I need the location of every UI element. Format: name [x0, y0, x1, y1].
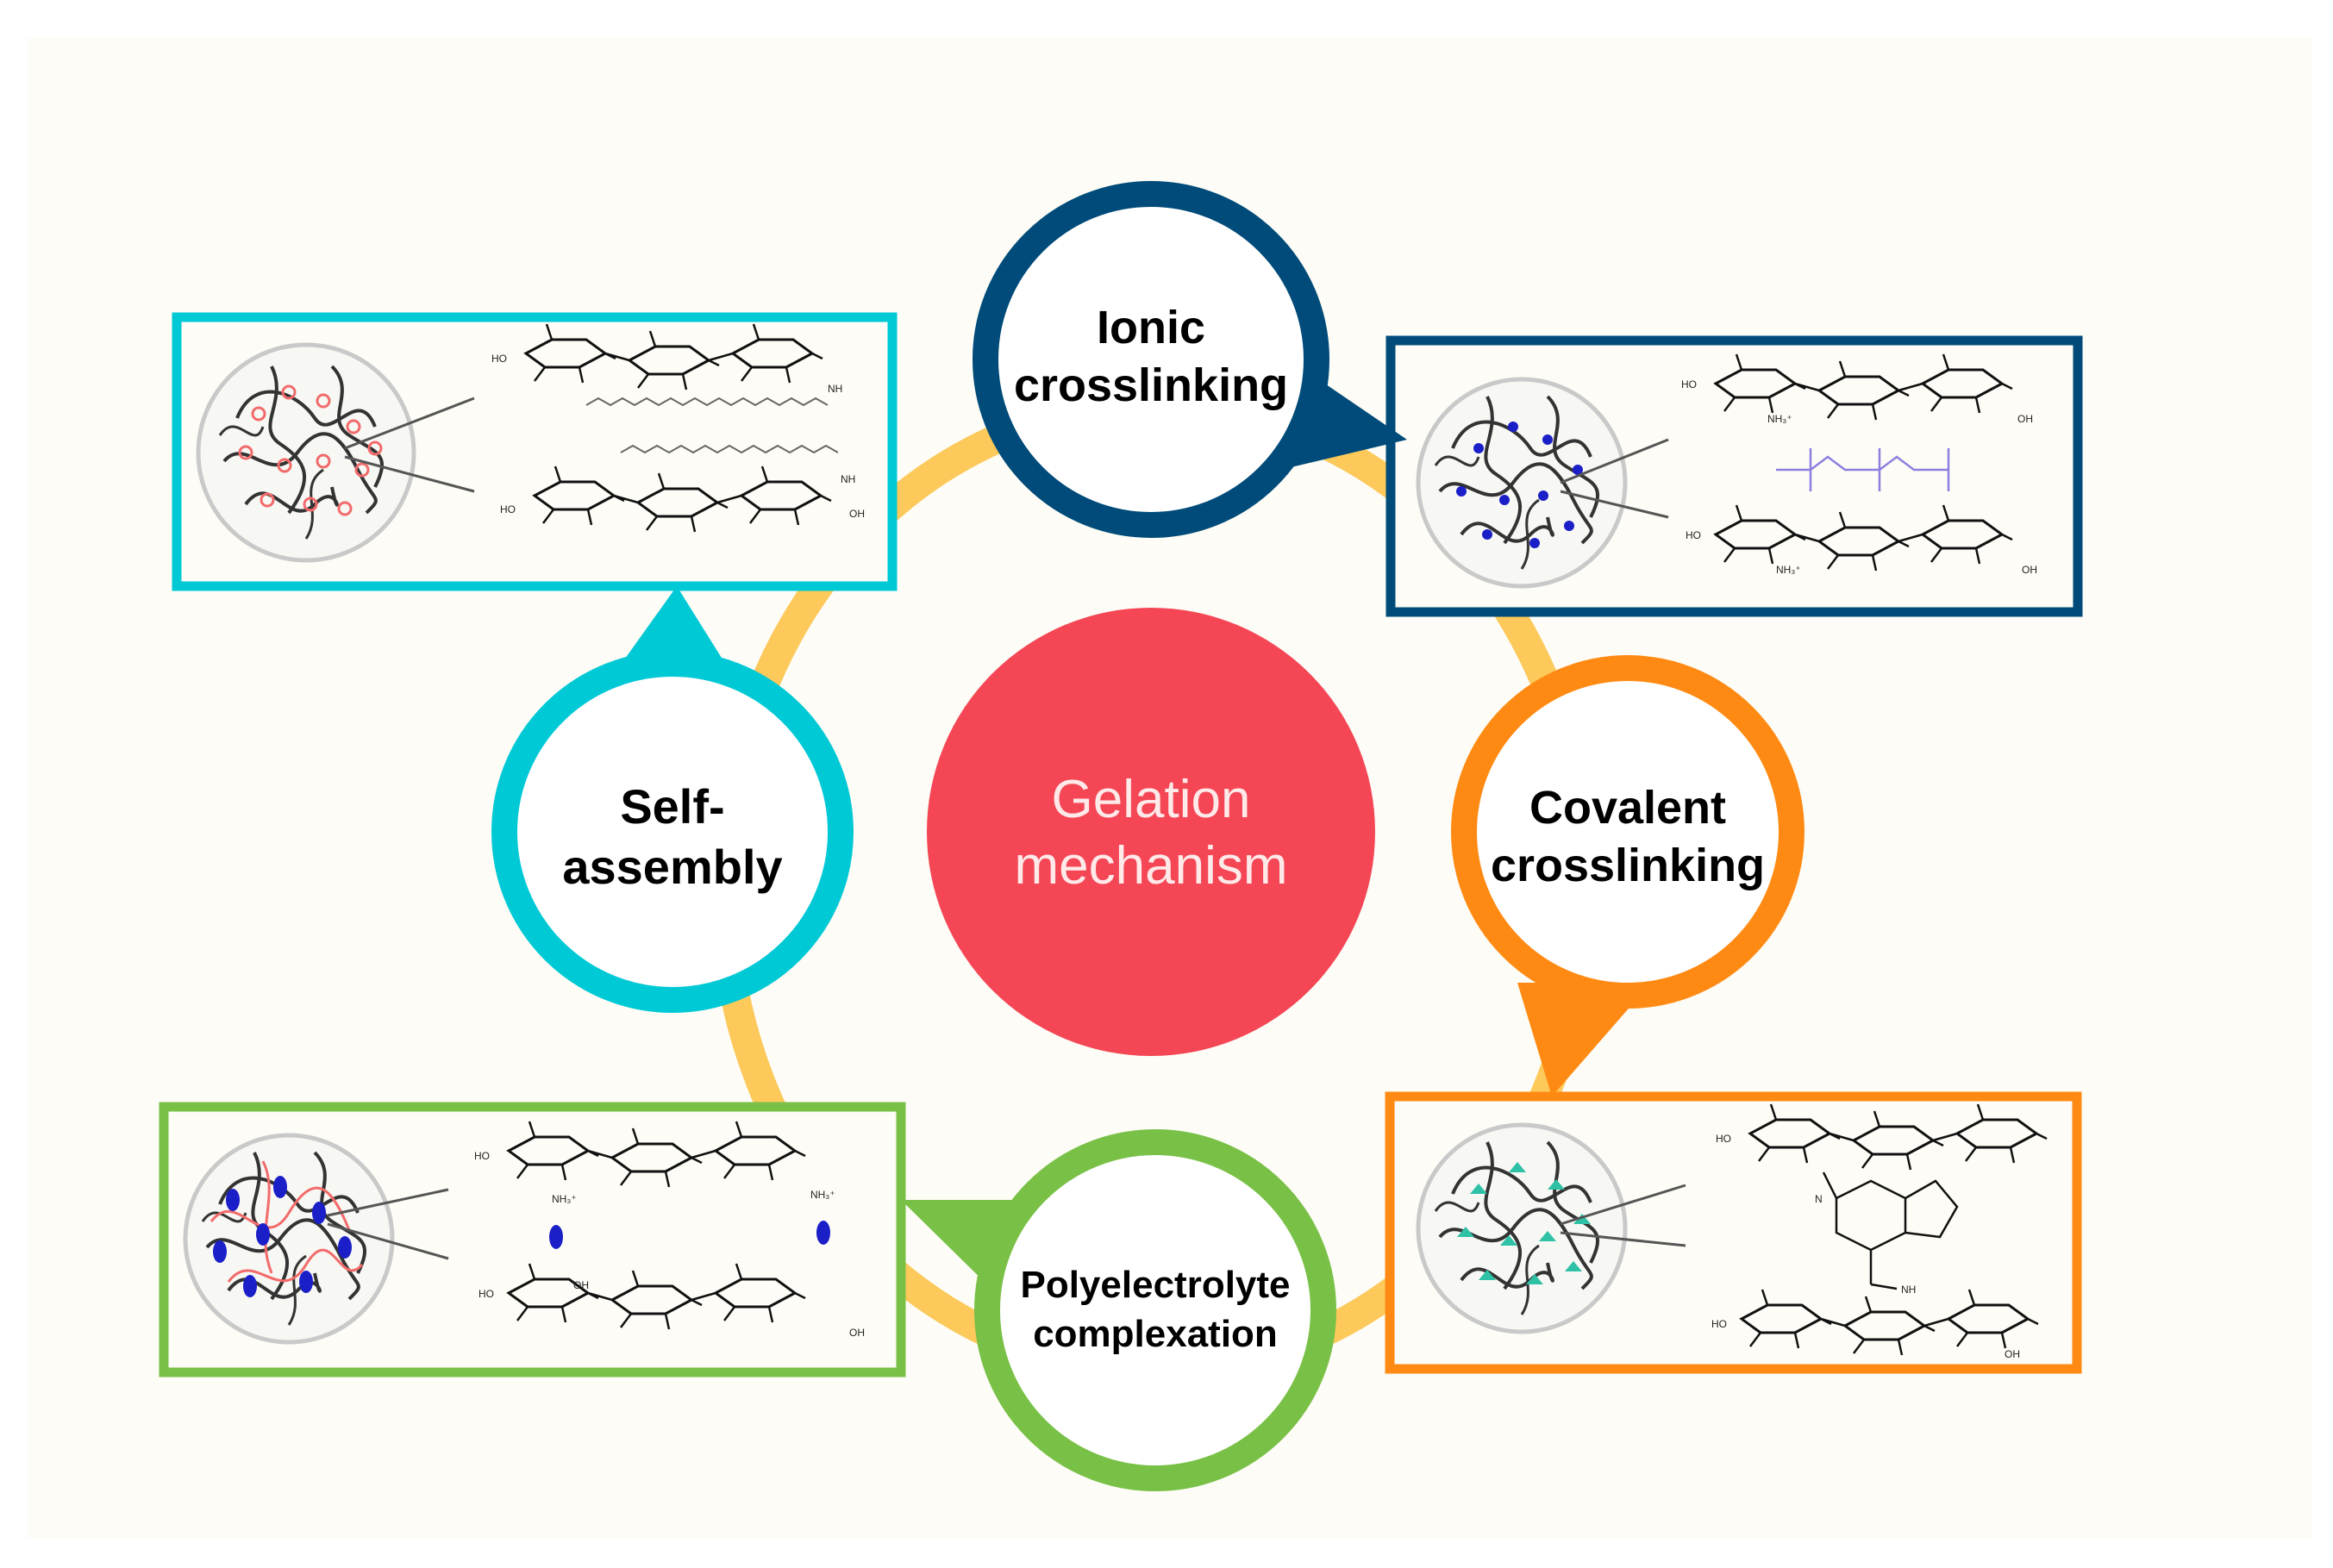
chem-label-ho-3: HO [1681, 378, 1697, 390]
genipin-crosslinker [1822, 1171, 1959, 1290]
ionic-label-line2: crosslinking [1014, 359, 1288, 411]
self-assembly-structure: HO NH NH HO OH [491, 324, 865, 532]
polyelectrolyte-structure: HO NH₃⁺ NH₃⁺ HO OH OH [474, 1121, 865, 1339]
chem-label-oh-4: OH [573, 1279, 589, 1291]
chem-label-nh3: NH₃⁺ [1767, 413, 1792, 425]
covalent-network-icon [1416, 1122, 1686, 1334]
self-assembly-panel: HO NH NH HO OH [172, 312, 898, 591]
chem-label-nh-3: NH [1901, 1284, 1916, 1296]
chem-label-ho-2: HO [500, 503, 516, 515]
chem-label-oh-5: OH [849, 1327, 865, 1339]
chem-label-oh: OH [849, 508, 865, 520]
chem-label-nh3-2: NH₃⁺ [1776, 564, 1801, 576]
covalent-label-line2: crosslinking [1491, 840, 1765, 891]
polyelectrolyte-panel: HO NH₃⁺ NH₃⁺ HO OH OH [159, 1102, 906, 1377]
chem-label-oh-2: OH [2017, 413, 2033, 425]
counter-ion [549, 1225, 563, 1249]
chem-label-ho-6: HO [478, 1288, 494, 1300]
polyelectrolyte-network-icon [183, 1133, 449, 1345]
counter-ion-2 [816, 1221, 830, 1245]
center-title-line2: mechanism [1015, 836, 1288, 896]
chem-label-n: N [1815, 1193, 1823, 1205]
covalent-crosslinking-node: Covalent crosslinking [1451, 655, 1804, 1096]
chem-label-ho-5: HO [474, 1150, 490, 1162]
chem-label-ho: HO [491, 353, 507, 365]
self-assembly-node: Self- assembly [491, 586, 854, 1013]
ionic-crosslinking-node: Ionic crosslinking [973, 181, 1407, 538]
chem-label-nh3-3: NH₃⁺ [552, 1193, 577, 1205]
chem-label-nh: NH [828, 383, 842, 395]
polyelectrolyte-node: Polyelectrolyte complexation [901, 1129, 1336, 1491]
ionic-crosslinking-panel: HO NH₃⁺ OH HO NH₃⁺ OH [1385, 335, 2083, 617]
chem-label-ho-7: HO [1716, 1133, 1731, 1145]
covalent-structure: N NH HO HO OH [1711, 1104, 2047, 1360]
chem-label-ho-8: HO [1711, 1318, 1727, 1330]
chem-label-oh-6: OH [2005, 1348, 2020, 1360]
center-node: Gelation mechanism [927, 608, 1375, 1056]
covalent-crosslinking-panel: N NH HO HO OH [1385, 1091, 2082, 1374]
self-assembly-label-line2: assembly [562, 840, 782, 894]
ionic-label-line1: Ionic [1097, 302, 1205, 353]
chem-label-ho-4: HO [1686, 529, 1701, 541]
chem-label-oh-3: OH [2022, 564, 2037, 576]
self-assembly-network-icon [196, 342, 475, 563]
phosphate-crosslinker [1776, 448, 1950, 491]
polyelectrolyte-label-line1: Polyelectrolyte [1020, 1264, 1290, 1306]
chem-label-nh3-4: NH₃⁺ [810, 1189, 835, 1201]
chem-label-nh-2: NH [841, 473, 855, 485]
covalent-label-line1: Covalent [1529, 782, 1726, 834]
polyelectrolyte-label-line2: complexation [1033, 1313, 1278, 1355]
self-assembly-label-line1: Self- [620, 779, 724, 834]
ionic-structure: HO NH₃⁺ OH HO NH₃⁺ OH [1681, 354, 2037, 576]
center-title-line1: Gelation [1052, 770, 1251, 829]
ionic-network-icon [1416, 377, 1669, 589]
